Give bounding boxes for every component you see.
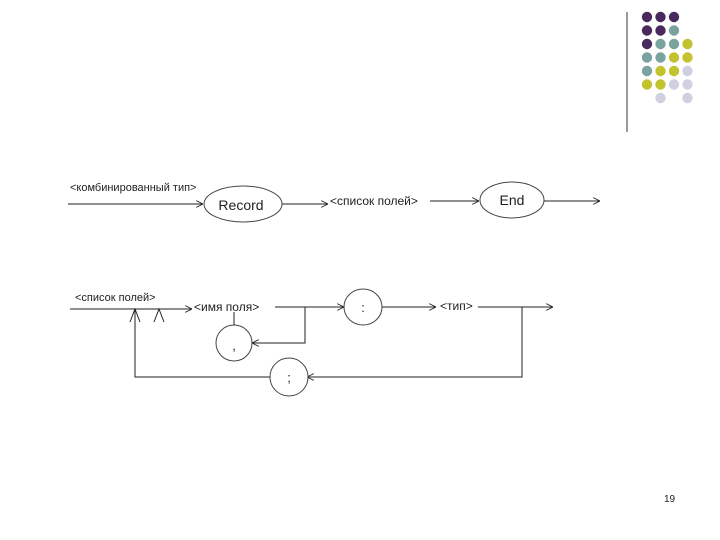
deco-dot bbox=[682, 38, 693, 50]
deco-dot bbox=[655, 25, 666, 36]
deco-dot bbox=[668, 25, 680, 36]
semicolon-loop-path bbox=[307, 307, 523, 377]
deco-dot bbox=[668, 11, 680, 23]
semicolon-loop-return bbox=[134, 309, 270, 378]
label-field-list-1: <список полей> bbox=[330, 194, 418, 208]
deco-dot bbox=[641, 52, 653, 63]
deco-dot bbox=[668, 65, 680, 77]
deco-dot bbox=[682, 92, 693, 104]
deco-dot bbox=[641, 38, 653, 50]
loop-merge-arrowhead bbox=[129, 307, 141, 323]
label-type: <тип> bbox=[440, 299, 473, 313]
deco-dot bbox=[641, 11, 653, 23]
comma-label: , bbox=[232, 338, 236, 353]
label-field-name: <имя поля> bbox=[194, 300, 259, 314]
deco-dot bbox=[655, 52, 666, 63]
deco-dot bbox=[655, 65, 666, 77]
deco-dot bbox=[655, 79, 666, 90]
deco-dot bbox=[641, 79, 653, 90]
deco-dot bbox=[655, 92, 666, 104]
deco-dot bbox=[682, 52, 693, 63]
page-number: 19 bbox=[664, 494, 676, 505]
deco-dot bbox=[641, 25, 653, 36]
deco-dot bbox=[655, 11, 666, 23]
end-label: End bbox=[500, 192, 525, 208]
end-node bbox=[479, 181, 545, 219]
semicolon-label: ; bbox=[287, 370, 291, 385]
deco-dot bbox=[655, 38, 666, 50]
label-combined-type: <комбинированный тип> bbox=[70, 182, 196, 194]
deco-dot bbox=[682, 65, 693, 77]
deco-dot bbox=[641, 65, 653, 77]
deco-dot bbox=[668, 38, 680, 50]
deco-dot bbox=[668, 79, 680, 90]
decorative-dot-grid bbox=[641, 11, 693, 104]
comma-loop-path bbox=[252, 307, 306, 343]
loop-merge-arrowhead-2 bbox=[153, 307, 165, 323]
deco-dot bbox=[668, 52, 680, 63]
colon-label: : bbox=[361, 300, 365, 315]
record-label: Record bbox=[218, 197, 263, 213]
label-field-list-2: <список полей> bbox=[75, 292, 156, 304]
deco-dot bbox=[682, 79, 693, 90]
